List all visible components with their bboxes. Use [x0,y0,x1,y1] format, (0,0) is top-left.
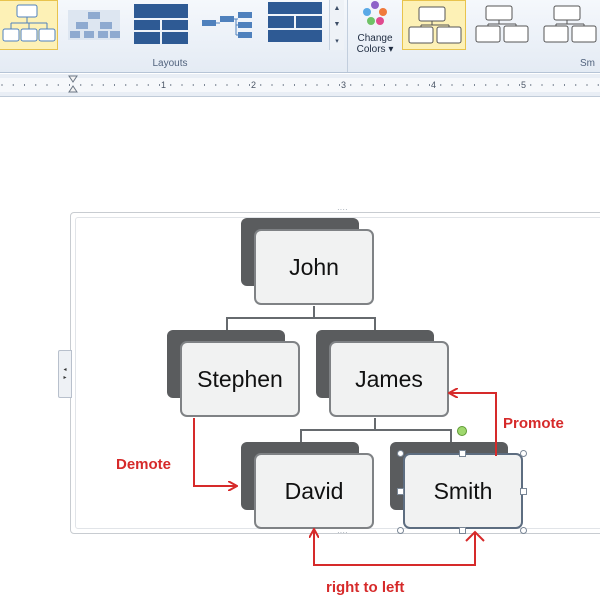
ribbon: ▲ ▼ ▾ Layouts Change Colors ▾ [0,0,600,73]
ruler-mark-3: 3 [341,80,347,90]
demote-annotation: Demote [116,456,172,473]
scroll-up-icon[interactable]: ▲ [333,4,341,12]
right-to-left-annotation: right to left [326,579,405,596]
connector-level2-horizontal [300,429,452,431]
resize-handle-nw[interactable] [397,450,404,457]
expand-right-icon: ▸ [63,375,67,381]
layout-thumb-hierarchy[interactable] [64,0,124,50]
labeled-hierarchy-layout-icon [134,4,188,44]
org-node-john[interactable]: John [241,218,374,305]
org-chart-layout-icon [2,4,56,42]
resize-handle-sw[interactable] [397,527,404,534]
org-node-david[interactable]: David [241,442,374,529]
styles-group-label: Sm [580,58,595,69]
rotate-handle[interactable] [457,426,467,436]
ruler-mark-4: 4 [431,80,437,90]
ruler-ticks [0,75,600,93]
connector-level1-horizontal [226,317,376,319]
resize-handle-se[interactable] [520,527,527,534]
org-node-james[interactable]: James [316,330,449,417]
horizontal-hierarchy-layout-icon [202,12,252,38]
frame-bottom-grip[interactable]: ···· [337,528,348,537]
connector-to-smith [450,429,452,443]
resize-handle-n[interactable] [459,450,466,457]
layout-thumb-horizontal-hierarchy[interactable] [198,0,260,50]
resize-handle-ne[interactable] [520,450,527,457]
dropdown-arrow-icon: ▾ [388,44,394,55]
text-pane-toggle[interactable]: ◂ ▸ [58,350,72,398]
org-node-stephen[interactable]: Stephen [167,330,300,417]
more-icon[interactable]: ▾ [335,38,339,46]
node-text-john[interactable]: John [254,229,374,305]
resize-handle-w[interactable] [397,488,404,495]
connector-james-down [374,418,376,430]
scroll-down-icon[interactable]: ▼ [333,20,341,28]
change-colors-button[interactable]: Change Colors ▾ [352,0,398,56]
hierarchy-layout-icon [68,10,120,40]
change-colors-label-1: Change [357,33,393,44]
promote-annotation: Promote [503,415,564,432]
ruler-mark-5: 5 [521,80,527,90]
resize-handle-s[interactable] [459,527,466,534]
frame-top-grip[interactable]: ···· [337,205,348,214]
right-to-left-arrow [314,530,476,566]
horizontal-ruler[interactable]: 1 2 3 4 5 [0,74,600,97]
right-to-left-arrow-start [465,530,485,542]
connector-to-stephen [226,317,228,331]
group-separator [347,0,348,72]
connector-to-david [300,429,302,443]
smartart-style-thumb-3[interactable] [538,0,600,50]
node-text-stephen[interactable]: Stephen [180,341,300,417]
color-palette-icon [363,1,387,25]
smartart-style-thumb-1[interactable] [402,0,466,50]
layouts-gallery: ▲ ▼ ▾ [0,0,346,72]
node-text-james[interactable]: James [329,341,449,417]
ruler-mark-2: 2 [251,80,257,90]
ruler-mark-1: 1 [161,80,167,90]
layout-thumb-labeled-hierarchy[interactable] [130,0,192,50]
connector-to-james [374,317,376,331]
demote-arrow [193,418,236,486]
node-text-david[interactable]: David [254,453,374,529]
style-preview-icon [408,6,462,44]
promote-arrow [450,393,497,456]
expand-left-icon: ◂ [63,367,67,373]
connector-john-down [313,306,315,318]
layouts-gallery-scrollbar[interactable]: ▲ ▼ ▾ [329,0,344,50]
table-hierarchy-layout-icon [268,2,322,42]
style-preview-icon [543,5,597,43]
style-preview-icon [475,5,529,43]
layout-thumb-organization-chart[interactable] [0,0,58,50]
layout-thumb-table-hierarchy[interactable] [264,0,326,50]
change-colors-label-2: Colors [356,44,386,55]
smartart-style-thumb-2[interactable] [470,0,534,50]
resize-handle-e[interactable] [520,488,527,495]
layouts-group-label: Layouts [152,58,188,69]
